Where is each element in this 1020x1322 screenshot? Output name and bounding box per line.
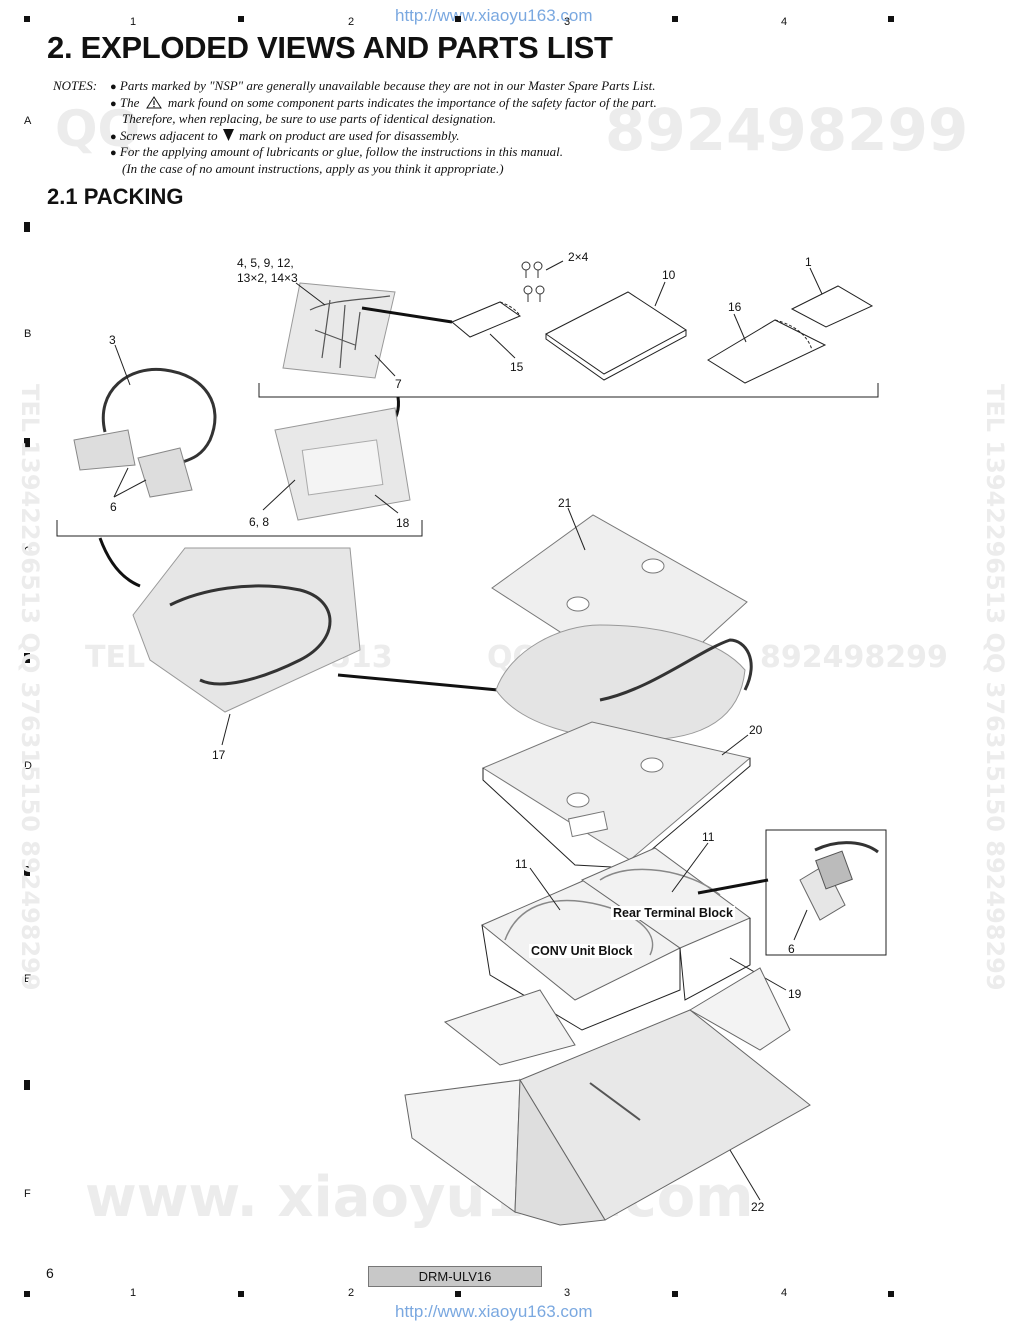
inset-connector-6 bbox=[799, 841, 879, 921]
bullet-icon: ● bbox=[110, 81, 117, 93]
column-number: 3 bbox=[564, 16, 571, 28]
registration-mark bbox=[672, 16, 678, 22]
callout-label: 10 bbox=[662, 268, 676, 282]
callout-label: 16 bbox=[728, 300, 742, 314]
page-title: 2. EXPLODED VIEWS AND PARTS LIST bbox=[47, 30, 613, 65]
registration-mark bbox=[24, 16, 30, 22]
callout-label: 6 bbox=[110, 500, 117, 514]
registration-mark bbox=[24, 438, 30, 448]
registration-mark bbox=[888, 16, 894, 22]
warning-triangle-icon bbox=[145, 95, 162, 109]
row-letter: F bbox=[24, 1188, 31, 1200]
screw-icons bbox=[521, 261, 545, 302]
callout-label: 22 bbox=[751, 1200, 765, 1214]
column-number: 3 bbox=[564, 1287, 571, 1299]
conv-unit-block-label: CONV Unit Block bbox=[529, 944, 635, 958]
callout-label: 13×2, 14×3 bbox=[237, 271, 298, 285]
group-bracket bbox=[258, 383, 879, 398]
note-line: ● Screws adjacent to mark on product are… bbox=[110, 127, 460, 143]
bullet-icon: ● bbox=[110, 130, 117, 143]
callout-label: 18 bbox=[396, 516, 410, 530]
bullet-icon: ● bbox=[110, 147, 117, 160]
rear-terminal-block-label: Rear Terminal Block bbox=[611, 906, 735, 920]
registration-mark bbox=[455, 1291, 461, 1297]
note-line: ● Parts marked by "NSP" are generally un… bbox=[110, 78, 656, 93]
column-number: 2 bbox=[348, 16, 355, 28]
header-url[interactable]: http://www.xiaoyu163.com bbox=[395, 6, 593, 25]
callout-label: 19 bbox=[788, 987, 802, 1001]
registration-mark bbox=[24, 1291, 30, 1297]
callout-label: 11 bbox=[515, 857, 528, 871]
registration-mark bbox=[455, 16, 461, 22]
section-title: 2.1 PACKING bbox=[47, 184, 184, 209]
callout-label: 2×4 bbox=[568, 250, 589, 264]
registration-mark bbox=[238, 16, 244, 22]
parts-bag-7 bbox=[282, 282, 396, 379]
column-number: 2 bbox=[348, 1287, 355, 1299]
row-letter: E bbox=[24, 973, 32, 985]
registration-mark bbox=[24, 866, 30, 876]
callout-label: 7 bbox=[395, 377, 402, 391]
column-number: 4 bbox=[781, 16, 788, 28]
column-number: 1 bbox=[130, 1287, 137, 1299]
registration-mark bbox=[888, 1291, 894, 1297]
callout-label: 1 bbox=[805, 255, 812, 269]
row-letter: D bbox=[24, 760, 32, 772]
column-number: 1 bbox=[130, 16, 137, 28]
registration-mark bbox=[24, 1080, 30, 1090]
callout-label: 4, 5, 9, 12, bbox=[237, 256, 294, 270]
bullet-icon: ● bbox=[110, 97, 117, 110]
callout-label: 20 bbox=[749, 723, 763, 737]
row-letter: C bbox=[24, 545, 32, 557]
footer-url[interactable]: http://www.xiaoyu163.com bbox=[395, 1302, 593, 1321]
page-number: 6 bbox=[46, 1265, 54, 1281]
note-line: (In the case of no amount instructions, … bbox=[122, 161, 504, 176]
down-triangle-icon bbox=[222, 128, 234, 141]
notes-label: NOTES: bbox=[53, 78, 98, 93]
note-line: Therefore, when replacing, be sure to us… bbox=[122, 111, 496, 127]
watermark: TEL bbox=[85, 640, 146, 675]
watermark: 892498299 bbox=[605, 96, 969, 164]
callout-label: 21 bbox=[558, 496, 572, 510]
registration-mark bbox=[24, 222, 30, 232]
column-number: 4 bbox=[781, 1287, 788, 1299]
registration-mark bbox=[238, 1291, 244, 1297]
callout-label: 11 bbox=[702, 830, 715, 844]
watermark: QQ bbox=[55, 100, 141, 158]
row-letter: A bbox=[24, 115, 32, 127]
callout-label: 6, 8 bbox=[249, 515, 270, 529]
notes-block: NOTES: ● Parts marked by "NSP" are gener… bbox=[53, 78, 833, 178]
callout-label: 3 bbox=[109, 333, 116, 347]
row-letter: B bbox=[24, 328, 32, 340]
callout-label: 6 bbox=[788, 942, 795, 956]
model-number: DRM-ULV16 bbox=[368, 1266, 542, 1287]
callout-label: 15 bbox=[510, 360, 524, 374]
callout-label: 17 bbox=[212, 748, 226, 762]
watermark: 892498299 bbox=[760, 640, 948, 675]
registration-mark bbox=[672, 1291, 678, 1297]
registration-mark bbox=[24, 653, 30, 663]
note-line: ● The mark found on some component parts… bbox=[110, 94, 657, 110]
note-line: ● For the applying amount of lubricants … bbox=[110, 144, 563, 160]
